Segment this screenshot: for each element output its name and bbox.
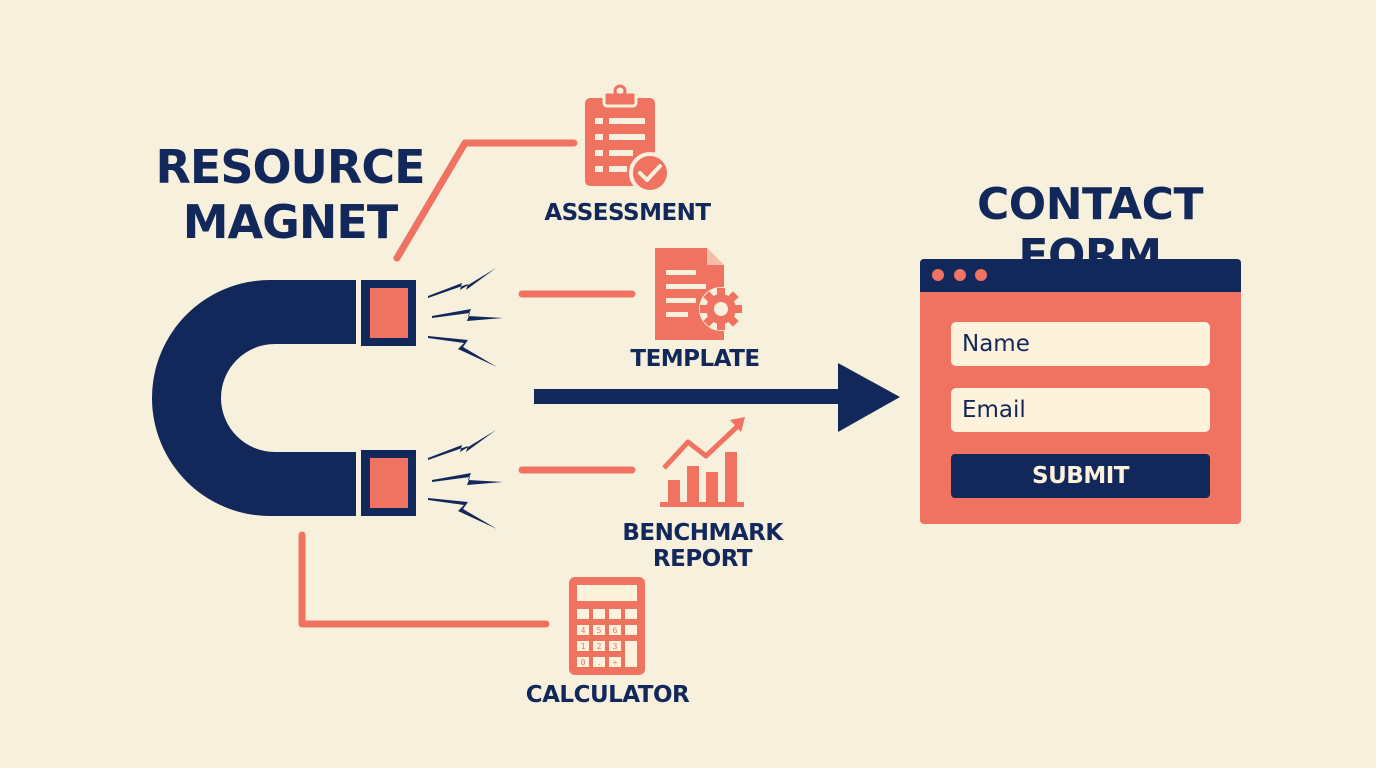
resource-magnet-title: RESOURCE MAGNET — [150, 140, 430, 250]
contact-form-window: Name Email SUBMIT — [920, 259, 1241, 524]
document-gear-icon — [655, 248, 743, 340]
bolt-icon — [428, 498, 497, 529]
title-line-2: MAGNET — [182, 195, 398, 250]
arrow-to-form — [534, 363, 900, 432]
calc-key: 1 — [581, 642, 586, 651]
magnet-body — [152, 280, 356, 516]
connector-calculator — [298, 531, 550, 628]
email-field[interactable]: Email — [951, 388, 1210, 432]
submit-button[interactable]: SUBMIT — [951, 454, 1210, 498]
calculator-icon: 4 5 6 1 2 3 0 . + — [569, 577, 645, 675]
window-title-bar — [920, 259, 1241, 292]
label-assessment: ASSESSMENT — [544, 200, 711, 226]
bolt-icon — [428, 336, 497, 367]
window-dot — [932, 269, 944, 281]
label-template: TEMPLATE — [630, 346, 760, 372]
window-dot — [954, 269, 966, 281]
calc-key: 6 — [613, 626, 618, 635]
magnet-icon — [152, 280, 416, 516]
bolt-icon — [428, 268, 496, 298]
window-dot — [975, 269, 987, 281]
label-benchmark-report: BENCHMARK REPORT — [600, 520, 805, 573]
connector-lines — [298, 139, 636, 628]
calc-key: . — [597, 658, 602, 667]
title-line-1: RESOURCE — [155, 140, 425, 194]
clipboard-check-icon — [585, 84, 671, 194]
label-benchmark-line-2: REPORT — [652, 546, 753, 573]
calc-key: 0 — [581, 658, 586, 667]
name-field[interactable]: Name — [951, 322, 1210, 366]
calc-key: 5 — [597, 626, 602, 635]
connector-assessment — [393, 139, 578, 262]
calc-key: 2 — [597, 642, 602, 651]
lightning-bolts — [428, 268, 503, 529]
bolt-icon — [432, 309, 503, 321]
bolt-icon — [432, 473, 503, 485]
calc-key: + — [613, 658, 618, 667]
label-benchmark-line-1: BENCHMARK — [622, 520, 783, 546]
calc-key: 3 — [613, 642, 618, 651]
label-calculator: CALCULATOR — [525, 682, 690, 708]
calc-key: 4 — [581, 626, 586, 635]
bolt-icon — [428, 430, 496, 460]
bar-chart-growth-icon — [660, 417, 745, 507]
